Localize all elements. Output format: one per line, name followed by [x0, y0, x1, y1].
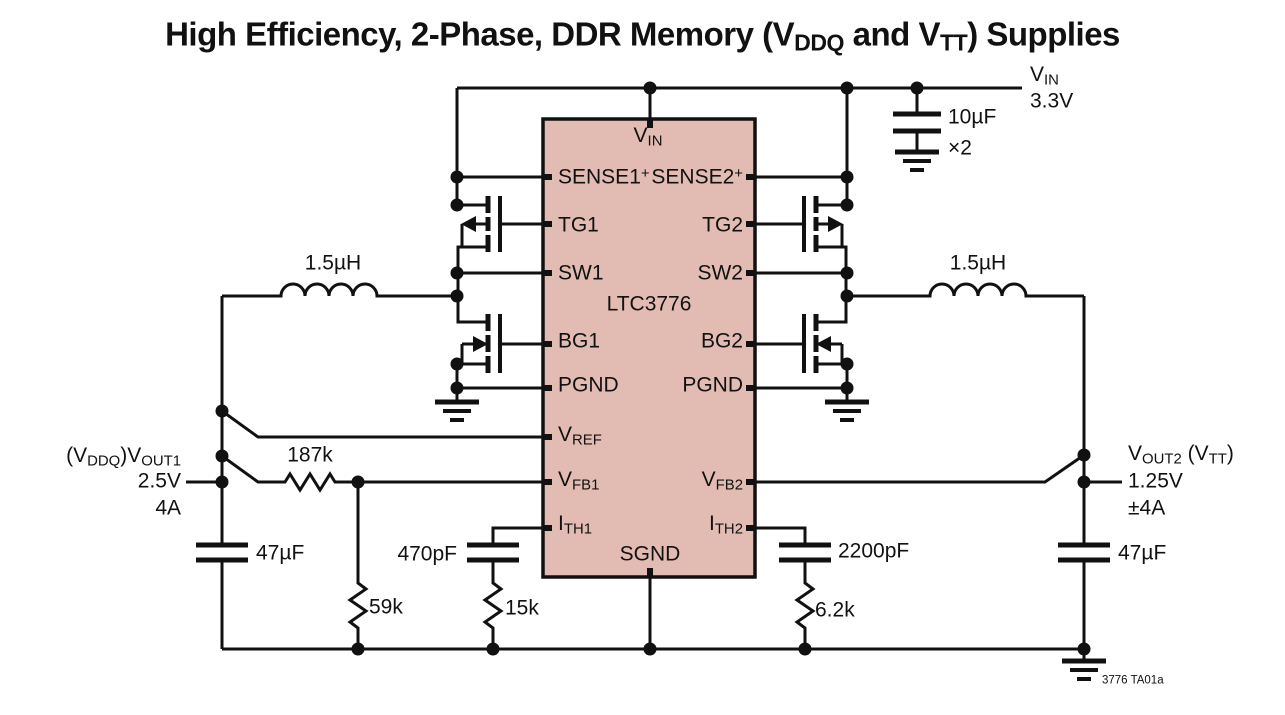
pin-tg2: TG2: [702, 213, 743, 237]
inductor-left-label: 1.5µH: [304, 251, 362, 275]
vout2-current-label: ±4A: [1128, 496, 1166, 520]
input-cap-value-label: 10µF: [948, 105, 997, 129]
r187k-label: 187k: [287, 443, 333, 467]
pin-bg2: BG2: [700, 329, 743, 353]
vout1-voltage-label: 2.5V: [137, 469, 181, 493]
right-switch-rail: [755, 88, 849, 400]
inductor-right: [847, 282, 1084, 298]
r59k-label: 59k: [369, 595, 403, 619]
pin-ith1: ITH1: [558, 511, 593, 538]
c470pf-label: 470pF: [397, 542, 457, 566]
figure-id-label: 3776 TA01a: [1102, 674, 1164, 687]
pin-sw1: SW1: [558, 261, 604, 285]
ground-symbol-left-leg: [435, 399, 479, 422]
ic-pin-ticks: [543, 119, 755, 577]
cout2-label: 47µF: [1118, 541, 1167, 565]
vout2-voltage-label: 1.25V: [1128, 469, 1183, 493]
pin-sgnd: SGND: [619, 542, 681, 566]
ith1-network: [467, 526, 543, 649]
pin-vfb1: VFB1: [558, 467, 600, 494]
pin-pgnd1: PGND: [558, 373, 619, 397]
pin-sense2: SENSE2+: [651, 165, 743, 189]
vout2-name-label: VOUT2 (VTT): [1128, 441, 1234, 468]
pin-vin: VIN: [633, 123, 663, 150]
schematic-title: High Efficiency, 2-Phase, DDR Memory (VD…: [165, 15, 1120, 56]
input-cap-qty-label: ×2: [948, 136, 972, 160]
vfb2-wire: [755, 453, 1085, 484]
pin-vfb2: VFB2: [701, 467, 743, 494]
input-capacitor: [893, 88, 941, 152]
pin-sw2: SW2: [697, 261, 743, 285]
mosfet-bottom-right: [755, 314, 844, 373]
pin-tg1: TG1: [558, 213, 599, 237]
vout1-current-label: 4A: [155, 496, 181, 520]
inductor-left: [222, 282, 458, 298]
ground-symbol-input-cap: [895, 149, 939, 172]
pin-sense1: SENSE1+: [558, 165, 650, 189]
cout1-label: 47µF: [256, 541, 305, 565]
ic-body: [541, 117, 757, 579]
vin-voltage-label: 3.3V: [1030, 89, 1074, 113]
junction-dots: [215, 81, 1091, 656]
c2200pf-label: 2200pF: [838, 539, 910, 563]
pin-ith2: ITH2: [708, 511, 743, 538]
pin-vref: VREF: [558, 422, 602, 449]
mosfet-top-left: [460, 196, 543, 252]
r15k-label: 15k: [505, 596, 539, 620]
vref-wire: [221, 409, 543, 439]
ground-symbol-right-leg: [825, 399, 869, 422]
ground-symbol-bottom-right: [1062, 658, 1106, 681]
pin-bg1: BG1: [558, 329, 601, 353]
ith2-network: [755, 526, 831, 649]
vin-terminal-label: VIN: [1030, 62, 1059, 89]
r6p2k-label: 6.2k: [815, 598, 855, 622]
ic-name-label: LTC3776: [606, 292, 692, 316]
mosfet-top-right: [755, 196, 844, 252]
divider-resistor-59k: [347, 482, 369, 649]
feedback-resistor-187k: [221, 454, 543, 493]
pin-pgnd2: PGND: [682, 373, 743, 397]
mosfet-bottom-left: [460, 314, 543, 373]
vout2-rail: [1058, 296, 1122, 649]
inductor-right-label: 1.5µH: [949, 251, 1007, 275]
vout1-name-label: (VDDQ)VOUT1: [66, 443, 181, 470]
vout1-rail: [186, 296, 248, 649]
